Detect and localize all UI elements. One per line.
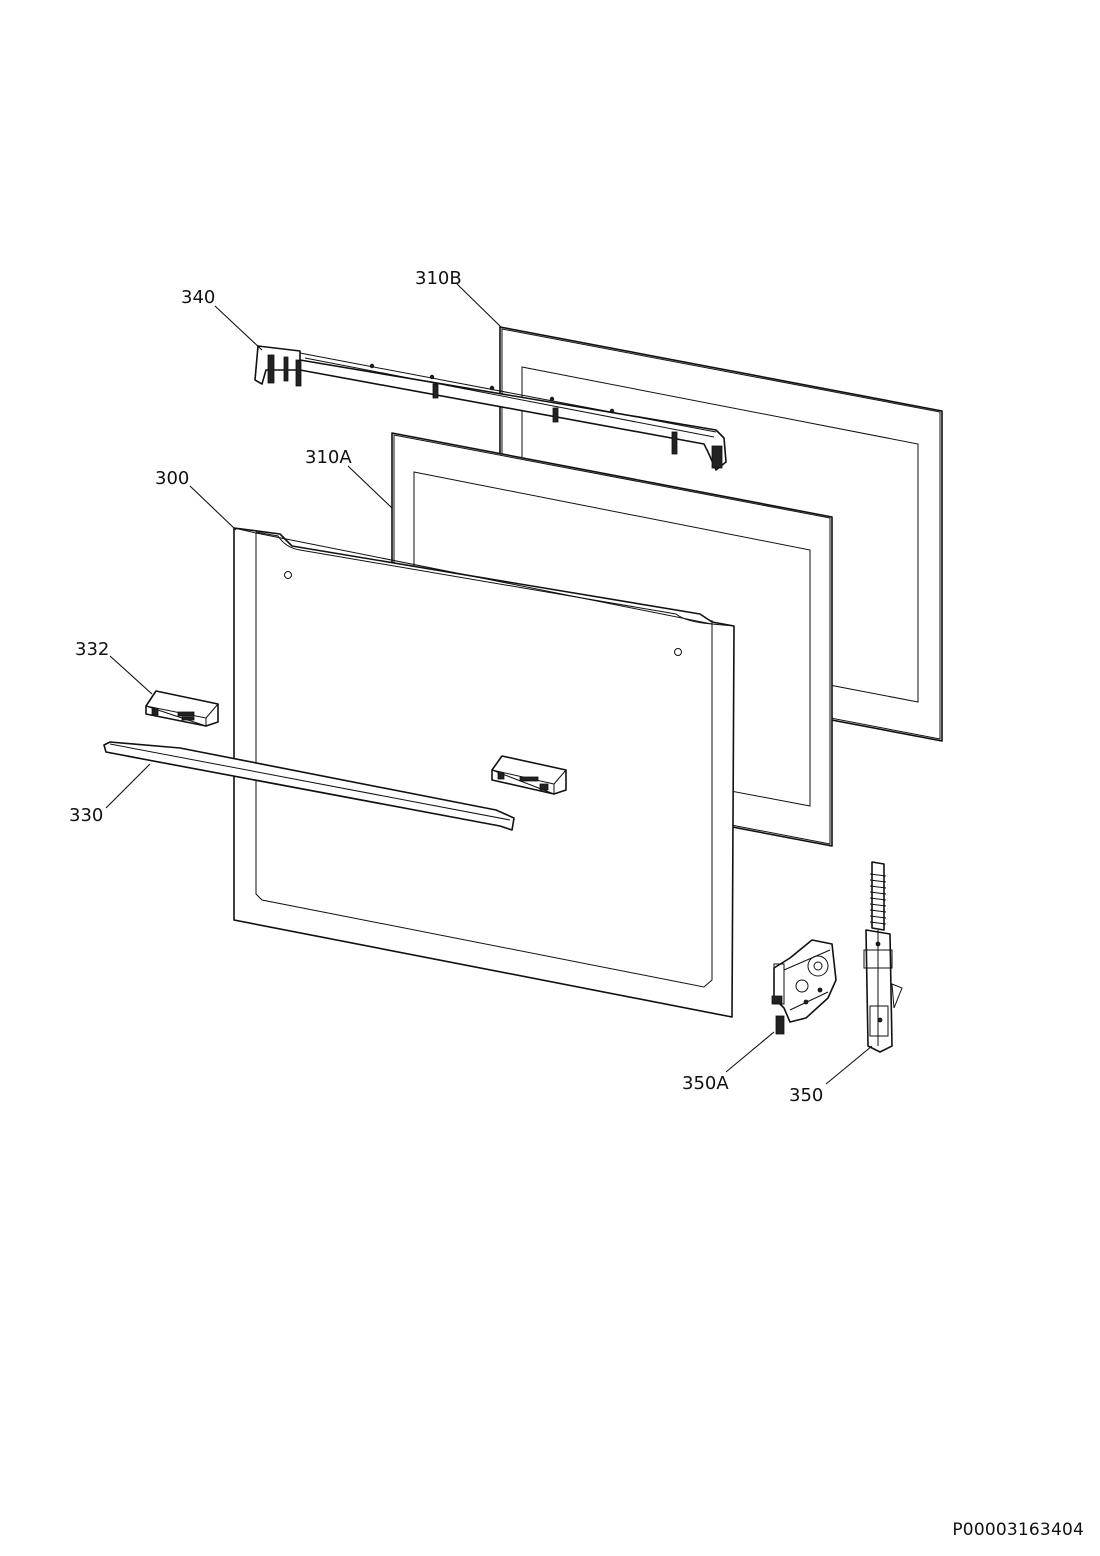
leader-332: [109, 655, 153, 695]
part-332-end-cap-mounted: [491, 755, 567, 795]
callout-labels: 340 310B 310A 300 332 330 350A 350: [69, 268, 823, 1106]
part-350A-hinge-receiver: [771, 939, 837, 1035]
part-332-end-cap: [145, 690, 219, 727]
leader-300: [189, 485, 237, 531]
leader-330: [105, 763, 151, 809]
part-340-top-profile: [254, 345, 727, 471]
document-code: P00003163404: [952, 1520, 1084, 1540]
callout-330: 330: [69, 805, 103, 826]
callout-350: 350: [789, 1085, 823, 1106]
leader-340: [214, 305, 263, 351]
callout-340: 340: [181, 287, 215, 308]
part-350-hinge-with-spring: [863, 861, 903, 1053]
leader-310B: [456, 283, 503, 329]
leader-350A: [725, 1031, 775, 1073]
callout-332: 332: [75, 639, 109, 660]
leader-350: [825, 1045, 873, 1085]
callout-310A: 310A: [305, 447, 352, 468]
part-300-outer-door-glass: [233, 527, 735, 1018]
part-330-handle-bar: [103, 741, 515, 831]
callout-350A: 350A: [682, 1073, 729, 1094]
callout-300: 300: [155, 468, 189, 489]
callout-310B: 310B: [415, 268, 462, 289]
leader-lines: [105, 283, 873, 1085]
leader-310A: [347, 465, 393, 509]
